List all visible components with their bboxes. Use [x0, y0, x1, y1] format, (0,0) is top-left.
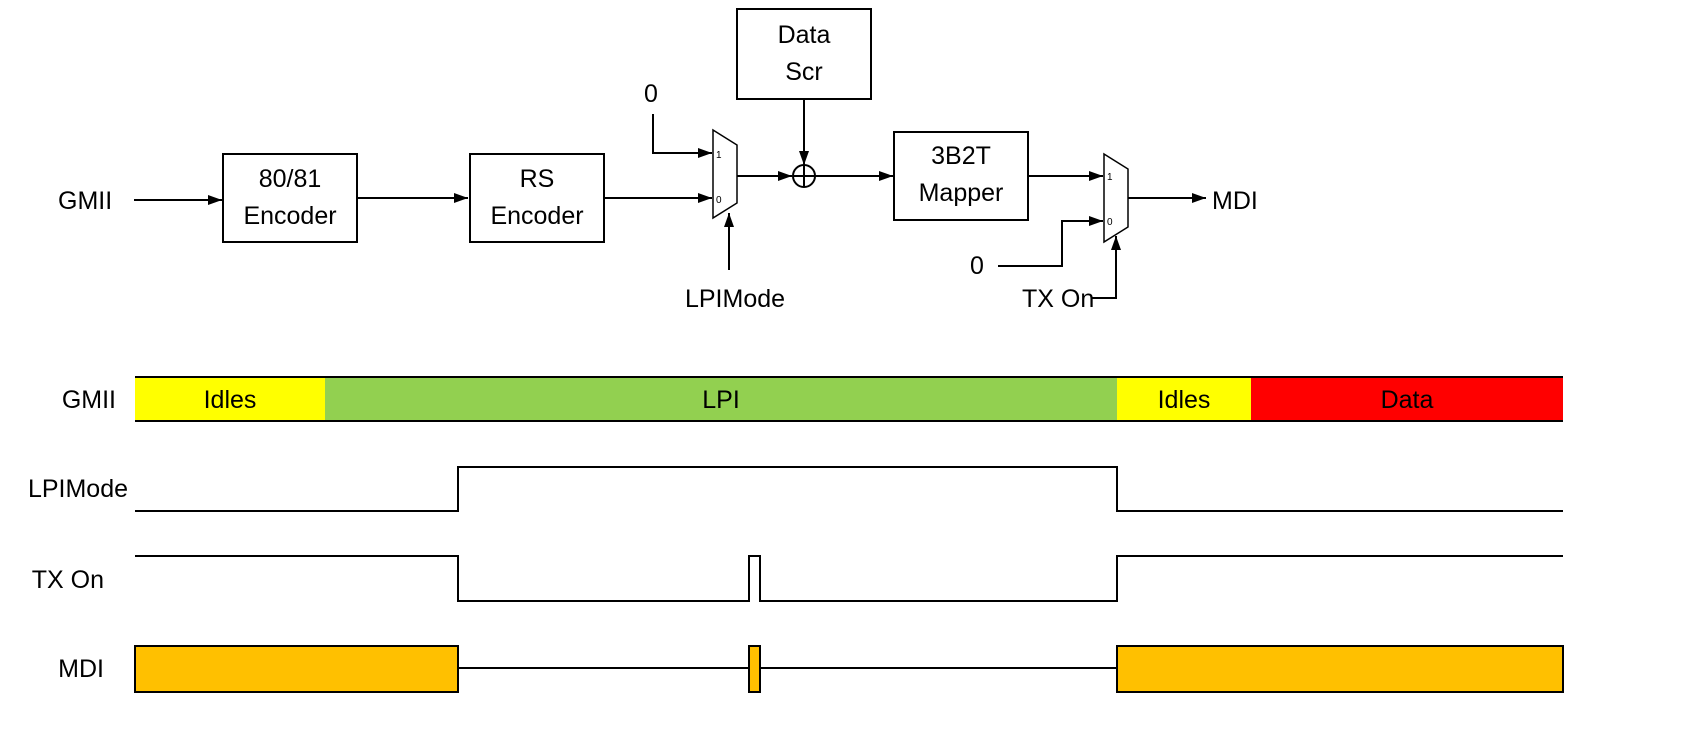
gmii-segment-data: [1251, 377, 1563, 421]
gmii-segment-idles-2-label: Idles: [1158, 386, 1211, 414]
mdi-waveform: [134, 645, 1564, 693]
encoder-8081-title: 80/81: [259, 165, 322, 193]
mapper-3b2t-title: 3B2T: [931, 142, 991, 170]
xor-symbol: [792, 164, 816, 188]
gmii-segment-lpi-label: LPI: [702, 386, 740, 414]
mdi-active-segment-1: [134, 645, 459, 693]
zero-to-mux2-wire: [998, 216, 1103, 267]
data-scrambler-subtitle: Scr: [785, 58, 823, 86]
gmii-segment-idles-1-label: Idles: [204, 386, 257, 414]
txon-ctrl-wire: [1091, 236, 1121, 299]
mux1-in0-label: 0: [716, 195, 722, 206]
timing-row-mdi: MDI: [58, 655, 104, 683]
mapper-3b2t-subtitle: Mapper: [919, 179, 1004, 207]
gmii-segment-lpi: [325, 377, 1117, 421]
timing-row-gmii: GMII: [62, 386, 116, 414]
mux2-in0-label: 0: [1107, 217, 1113, 228]
timing-row-lpimode: LPIMode: [28, 475, 128, 503]
rs-encoder-block: RS Encoder: [469, 153, 605, 243]
lpimode-waveform: [135, 466, 1563, 512]
zero-to-mux1-wire: [652, 114, 712, 158]
lpimode-ctrl-label: LPIMode: [685, 285, 785, 313]
mux2-zero-label: 0: [970, 252, 984, 280]
mux1-in1-label: 1: [716, 150, 722, 161]
mdi-active-segment-2: [1116, 645, 1564, 693]
gmii-segment-idles-1: [135, 377, 325, 421]
gmii-input-label: GMII: [58, 187, 112, 215]
encoder-8081-subtitle: Encoder: [243, 202, 336, 230]
txon-ctrl-label: TX On: [1022, 285, 1094, 313]
data-scrambler-title: Data: [778, 21, 831, 49]
mapper-3b2t-block: 3B2T Mapper: [893, 131, 1029, 221]
txon-waveform: [135, 555, 1563, 602]
data-scrambler-block: Data Scr: [736, 8, 872, 100]
gmii-segment-idles-2: [1117, 377, 1251, 421]
rs-encoder-subtitle: Encoder: [490, 202, 583, 230]
mdi-output-label: MDI: [1212, 187, 1258, 215]
mux-2: 1 0: [1103, 152, 1129, 244]
mdi-refresh-pulse: [748, 645, 761, 693]
mux1-zero-label: 0: [644, 80, 658, 108]
timing-row-txon: TX On: [32, 566, 104, 594]
gmii-segment-data-label: Data: [1381, 386, 1434, 414]
gmii-timing-band: Idles LPI Idles Data: [135, 376, 1563, 422]
encoder-8081-block: 80/81 Encoder: [222, 153, 358, 243]
mux2-in1-label: 1: [1107, 172, 1113, 183]
rs-encoder-title: RS: [520, 165, 555, 193]
mux-1: 1 0: [712, 128, 738, 220]
